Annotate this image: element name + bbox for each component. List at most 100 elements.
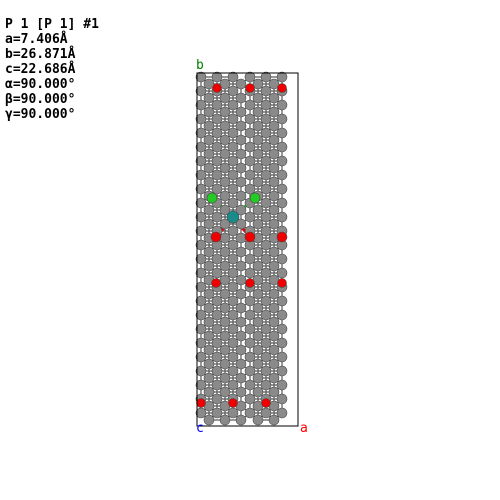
carbon-atom xyxy=(203,246,215,258)
carbon-atom xyxy=(195,183,207,195)
axis-c-label: c xyxy=(196,421,204,436)
carbon-atom xyxy=(227,337,239,349)
carbon-atom xyxy=(203,78,215,90)
carbon-atom xyxy=(268,190,280,202)
carbon-atom xyxy=(268,92,280,104)
carbon-atom xyxy=(260,281,272,293)
carbon-atom xyxy=(219,414,231,426)
carbon-atom xyxy=(260,127,272,139)
axis-a-label: a xyxy=(300,421,308,436)
carbon-atom xyxy=(211,267,223,279)
carbon-atom xyxy=(244,127,256,139)
carbon-atom xyxy=(268,288,280,300)
carbon-atom xyxy=(235,106,247,118)
carbon-atom xyxy=(260,169,272,181)
carbon-atom xyxy=(276,309,288,321)
carbon-atom xyxy=(227,323,239,335)
carbon-atom xyxy=(211,253,223,265)
carbon-atom xyxy=(227,365,239,377)
carbon-atom xyxy=(203,386,215,398)
carbon-atom xyxy=(203,344,215,356)
carbon-atom xyxy=(211,323,223,335)
carbon-atom xyxy=(203,316,215,328)
carbon-atom xyxy=(260,365,272,377)
carbon-atom xyxy=(260,225,272,237)
carbon-atom xyxy=(244,113,256,125)
carbon-atom xyxy=(203,330,215,342)
carbon-atom xyxy=(211,169,223,181)
carbon-atom xyxy=(227,295,239,307)
carbon-atom xyxy=(244,155,256,167)
carbon-atom xyxy=(203,92,215,104)
carbon-atom xyxy=(252,386,264,398)
carbon-atom xyxy=(235,120,247,132)
carbon-atom xyxy=(211,393,223,405)
carbon-atom xyxy=(211,71,223,83)
chlorine-atom xyxy=(249,192,261,204)
carbon-atom xyxy=(260,113,272,125)
carbon-atom xyxy=(268,176,280,188)
carbon-atom xyxy=(268,386,280,398)
carbon-atom xyxy=(203,288,215,300)
carbon-atom xyxy=(219,148,231,160)
carbon-atom xyxy=(219,176,231,188)
carbon-atom xyxy=(235,78,247,90)
carbon-atom xyxy=(268,78,280,90)
carbon-atom xyxy=(276,253,288,265)
carbon-atom xyxy=(276,295,288,307)
carbon-atom xyxy=(268,148,280,160)
carbon-atom xyxy=(260,379,272,391)
carbon-atom xyxy=(235,358,247,370)
carbon-atom xyxy=(260,85,272,97)
carbon-atom xyxy=(252,344,264,356)
carbon-atom xyxy=(195,239,207,251)
carbon-atom xyxy=(219,120,231,132)
carbon-atom xyxy=(211,407,223,419)
carbon-atom xyxy=(260,197,272,209)
carbon-atom xyxy=(235,246,247,258)
oxygen-atom xyxy=(277,83,287,93)
carbon-atom xyxy=(219,218,231,230)
carbon-atom xyxy=(252,218,264,230)
carbon-atom xyxy=(227,407,239,419)
carbon-atom xyxy=(235,162,247,174)
carbon-atom xyxy=(276,127,288,139)
carbon-atom xyxy=(235,288,247,300)
cell-length-a: a=7.406Å xyxy=(5,32,68,47)
carbon-atom xyxy=(268,120,280,132)
carbon-atom xyxy=(219,232,231,244)
carbon-atom xyxy=(268,246,280,258)
carbon-atom xyxy=(203,204,215,216)
carbon-atom xyxy=(244,309,256,321)
carbon-atom xyxy=(268,162,280,174)
carbon-atom xyxy=(235,218,247,230)
spacegroup-text: P 1 [P 1] #1 xyxy=(5,17,99,32)
carbon-atom xyxy=(252,106,264,118)
carbon-atom xyxy=(235,316,247,328)
carbon-atom xyxy=(211,309,223,321)
carbon-atom xyxy=(252,288,264,300)
carbon-atom xyxy=(195,323,207,335)
carbon-atom xyxy=(235,190,247,202)
carbon-atom xyxy=(276,351,288,363)
carbon-atom xyxy=(219,246,231,258)
oxygen-atom xyxy=(245,278,255,288)
carbon-atom xyxy=(252,134,264,146)
carbon-atom xyxy=(203,372,215,384)
carbon-atom xyxy=(211,365,223,377)
carbon-atom xyxy=(260,407,272,419)
carbon-atom xyxy=(227,239,239,251)
carbon-atom xyxy=(276,155,288,167)
carbon-atom xyxy=(195,211,207,223)
metal-atom xyxy=(226,210,240,224)
carbon-atom xyxy=(195,113,207,125)
carbon-atom xyxy=(244,99,256,111)
carbon-atom xyxy=(195,309,207,321)
carbon-atom xyxy=(252,316,264,328)
carbon-atom xyxy=(235,344,247,356)
carbon-atom xyxy=(235,92,247,104)
carbon-atom xyxy=(227,71,239,83)
carbon-atom xyxy=(260,211,272,223)
carbon-atom xyxy=(244,351,256,363)
